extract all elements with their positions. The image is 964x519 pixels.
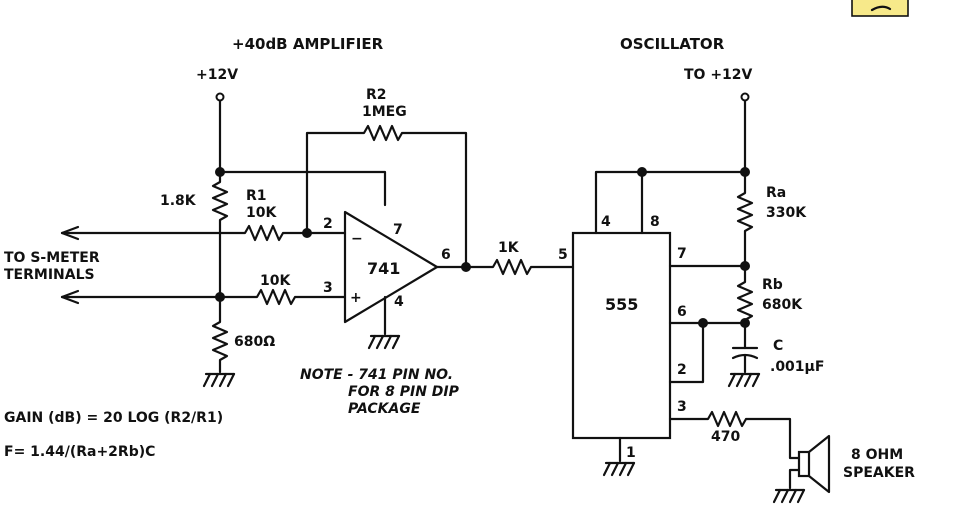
speaker-label-line1: 8 OHM xyxy=(851,447,903,463)
resistor-1k8 xyxy=(211,170,229,299)
resistor-ra-value: 330K xyxy=(766,205,807,221)
capacitor-value: .001μF xyxy=(770,359,824,375)
timer-pin5: 5 xyxy=(558,247,568,263)
amplifier-title: +40dB AMPLIFIER xyxy=(232,35,384,53)
note-line2: FOR 8 PIN DIP xyxy=(348,384,460,400)
resistor-r1 xyxy=(218,224,347,242)
s-meter-label-line1: TO S-METER xyxy=(4,250,100,266)
speaker-ground-wire xyxy=(788,468,801,490)
timer-pin1: 1 xyxy=(626,445,636,461)
ground-symbol xyxy=(367,334,401,350)
timer-pin8: 8 xyxy=(650,214,660,230)
timer-pin6: 6 xyxy=(677,304,687,320)
resistor-470-label: 470 xyxy=(711,429,740,445)
ground-symbol xyxy=(727,372,761,388)
ground-symbol xyxy=(772,488,806,504)
arrow-icon xyxy=(60,225,80,241)
timer-pin3: 3 xyxy=(677,399,687,415)
resistor-r1-name: R1 xyxy=(246,188,267,204)
junction-dot xyxy=(461,262,471,272)
arrow-icon xyxy=(60,289,80,305)
resistor-1k8-label: 1.8K xyxy=(160,193,197,209)
resistor-1k xyxy=(435,258,575,276)
resistor-rb xyxy=(736,264,754,350)
frequency-formula: F= 1.44/(Ra+2Rb)C xyxy=(4,444,155,460)
opamp-pin6: 6 xyxy=(441,247,451,263)
resistor-10k xyxy=(218,288,347,306)
gain-formula: GAIN (dB) = 20 LOG (R2/R1) xyxy=(4,410,223,426)
resistor-10k-label: 10K xyxy=(260,273,291,289)
opamp-label: 741 xyxy=(367,259,400,278)
opamp-pin7: 7 xyxy=(393,222,403,238)
resistor-470 xyxy=(668,410,801,460)
opamp-pin2: 2 xyxy=(323,216,333,232)
timer-pin4-wire xyxy=(594,170,747,235)
opamp-inverting-sign: − xyxy=(351,231,363,247)
opamp-741 xyxy=(343,210,439,324)
supply-label-left: +12V xyxy=(196,67,238,83)
speaker-label-line2: SPEAKER xyxy=(843,465,915,481)
oscillator-title: OSCILLATOR xyxy=(620,35,725,53)
note-line1: NOTE - 741 PIN NO. xyxy=(300,367,453,383)
page-corner-badge xyxy=(851,0,909,17)
ground-symbol xyxy=(602,461,636,477)
resistor-r1-value: 10K xyxy=(246,205,277,221)
supply-terminal-right xyxy=(740,92,750,102)
timer-pin4: 4 xyxy=(601,214,611,230)
timer-pin2: 2 xyxy=(677,362,687,378)
resistor-rb-value: 680K xyxy=(762,297,803,313)
opamp-pin4: 4 xyxy=(394,294,404,310)
resistor-ra-name: Ra xyxy=(766,185,786,201)
resistor-1k-label: 1K xyxy=(498,240,520,256)
supply-terminal-left xyxy=(215,92,225,102)
resistor-680-label: 680Ω xyxy=(234,334,275,350)
opamp-pin3: 3 xyxy=(323,280,333,296)
resistor-r2 xyxy=(305,124,468,269)
resistor-680 xyxy=(211,295,229,374)
timer-555 xyxy=(571,231,672,440)
timer-pin7: 7 xyxy=(677,246,687,262)
ground-symbol xyxy=(202,372,236,388)
resistor-r2-name: R2 xyxy=(366,87,387,103)
timer-pin2-wire xyxy=(668,321,705,384)
junction-dot xyxy=(637,167,647,177)
speaker-icon xyxy=(797,434,831,494)
capacitor-name: C xyxy=(773,338,783,354)
supply-label-right: TO +12V xyxy=(684,67,753,83)
timer-label: 555 xyxy=(605,295,638,314)
resistor-ra xyxy=(736,170,754,268)
resistor-rb-name: Rb xyxy=(762,277,783,293)
s-meter-label-line2: TERMINALS xyxy=(4,267,95,283)
resistor-r2-value: 1MEG xyxy=(362,104,407,120)
note-line3: PACKAGE xyxy=(348,401,421,417)
opamp-pin7-wire xyxy=(218,170,387,207)
opamp-noninverting-sign: + xyxy=(350,290,362,306)
